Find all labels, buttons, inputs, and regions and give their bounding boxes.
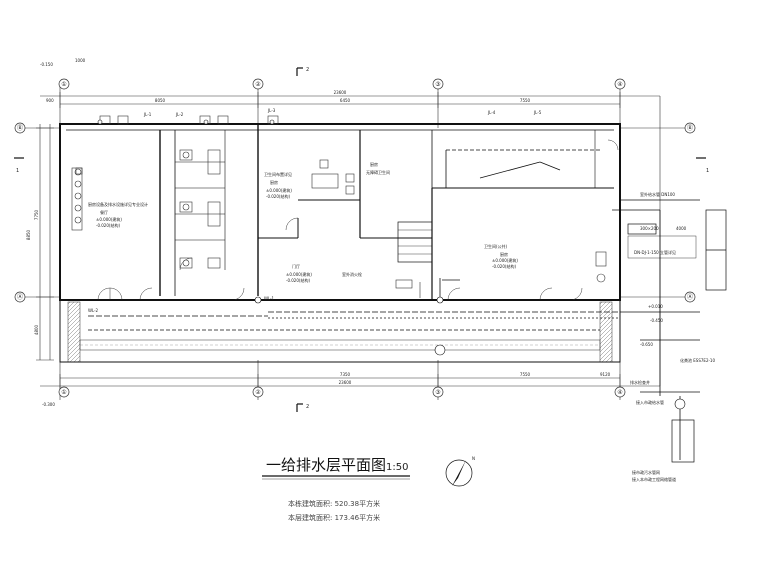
legend-right-6: 化粪池 ESS7E2-10	[680, 357, 715, 363]
grid-col-1-bottom: ①	[61, 389, 66, 396]
pipe-label-jl5: JL-5	[533, 110, 542, 115]
dim-overall-bottom: 23600	[339, 380, 352, 385]
room-1-sub: -0.020(结构)	[96, 222, 120, 228]
grid-row-b-left: Ⓑ	[17, 124, 23, 132]
grid-col-4-bottom: ④	[617, 389, 622, 396]
legend-right-8: 接入本市政工程网络管道	[632, 476, 676, 482]
room-1-desc: 厨房设备及排水设施详见专业设计	[88, 201, 148, 207]
grid-col-1-top: ①	[61, 81, 66, 88]
grid-row-a-right: Ⓐ	[687, 293, 693, 301]
elev-5: +0.010	[648, 304, 663, 309]
room-5-elev: ±0.000(建筑)	[286, 271, 312, 277]
north-arrow-icon: N	[445, 456, 475, 487]
grid-row-b-right: Ⓑ	[687, 124, 693, 132]
legend-right-1: 室外给水管 DN100	[640, 191, 675, 197]
legend-right-9: 接入市政给水管	[636, 399, 664, 405]
grid-col-3-bottom: ③	[435, 389, 440, 396]
room-5-desc: 室外消火栓	[342, 271, 362, 277]
drawing-title: 一给排水层平面图	[266, 456, 386, 474]
room-2-elev: ±0.000(建筑)	[266, 187, 292, 193]
elevation-labels: -0.300 -0.150 -0.450 -0.650 +0.010	[40, 62, 663, 407]
elev-4: -0.650	[640, 342, 653, 347]
section-mark-left: 1	[16, 168, 19, 174]
pipe-label-jl2: JL-2	[175, 112, 184, 117]
grid-col-3-top: ③	[435, 81, 440, 88]
room-labels: 厨房设备及排水设施详见专业设计 餐厅 ±0.000(建筑) -0.020(结构)…	[88, 161, 518, 283]
dim-top-1: 8050	[155, 98, 166, 103]
room-1-name: 餐厅	[100, 209, 108, 215]
room-4-name: 厨房	[500, 251, 508, 257]
dim-overall-top: 23600	[334, 90, 347, 95]
water-pipes	[88, 149, 700, 460]
grid-col-2-top: ②	[255, 81, 261, 88]
dim-bottom-small: 9120	[600, 372, 611, 377]
dim-small-left: 900	[46, 98, 54, 103]
grid-axes	[14, 78, 696, 398]
dim-bottom-2: 7550	[520, 372, 531, 377]
title-block: 一给排水层平面图 1:50 本栋建筑面积: 520.38平方米 本层建筑面积: …	[262, 456, 410, 522]
dim-top-2: 6450	[340, 98, 351, 103]
grid-row-a-left: Ⓐ	[17, 293, 23, 301]
legend-right-3: 300×200	[640, 226, 659, 231]
room-5-name: 门厅	[292, 263, 300, 269]
pipe-label-wl2: WL-2	[88, 308, 99, 313]
pipe-labels: JL-1 JL-2 JL-3 JL-4 WL-1 WL-2 JL-5	[88, 108, 542, 313]
dim-small-top: 1000	[75, 58, 86, 63]
section-mark-right: 1	[706, 168, 709, 174]
dim-total-height: 8850	[26, 229, 31, 240]
room-2-name: 厨房	[270, 179, 278, 185]
room-1-elev: ±0.000(建筑)	[96, 216, 122, 222]
legend-right-7: 接市政污水管网	[632, 469, 660, 475]
room-3-desc: 无障碍卫生间	[366, 169, 390, 175]
dim-left-2: 4800	[34, 324, 39, 335]
room-2-desc: 卫生间布置详见	[264, 171, 292, 177]
grid-col-2-bottom: ②	[255, 389, 261, 396]
elev-3: -0.450	[650, 318, 663, 323]
area-note-building: 本栋建筑面积: 520.38平方米	[288, 499, 380, 508]
room-2-sub: -0.020(结构)	[266, 193, 290, 199]
dim-left-1: 7750	[34, 209, 39, 220]
section-mark-top: 2	[306, 67, 309, 73]
elev-2: -0.150	[40, 62, 53, 67]
grid-labels: ① ② ③ ④ ① ② ③ ④ Ⓑ Ⓐ Ⓑ Ⓐ	[17, 81, 693, 396]
room-4-sub: -0.020(结构)	[492, 263, 516, 269]
section-mark-bottom: 2	[306, 404, 309, 410]
room-4-elev: ±0.000(建筑)	[492, 257, 518, 263]
room-5-sub: -0.020(结构)	[286, 277, 310, 283]
riser-markers	[97, 119, 686, 410]
legend-right-2: DN-DJ-1-150 立管详见	[634, 249, 676, 255]
pipe-label-jl4: JL-4	[487, 110, 496, 115]
room-3-name: 厨房	[370, 161, 378, 167]
legend-right-4: 4000	[676, 226, 687, 231]
north-label: N	[472, 456, 475, 461]
drawing-scale: 1:50	[386, 462, 408, 473]
dim-bottom-1: 7350	[340, 372, 351, 377]
furniture	[71, 115, 607, 298]
septic-equipment	[620, 199, 727, 463]
room-4-desc: 卫生间(公共)	[484, 243, 508, 249]
legend-right-5: 排水检查井	[630, 379, 650, 385]
dim-top-3: 7550	[520, 98, 531, 103]
right-annotations: 室外给水管 DN100 DN-DJ-1-150 立管详见 300×200 400…	[630, 191, 715, 482]
area-note-floor: 本层建筑面积: 173.46平方米	[288, 513, 380, 522]
pipe-label-jl1: JL-1	[143, 112, 152, 117]
terrace	[59, 299, 621, 363]
section-marks	[14, 67, 706, 412]
pipe-label-wl1: WL-1	[264, 296, 275, 301]
pipe-label-jl3: JL-3	[267, 108, 276, 113]
elev-1: -0.300	[42, 402, 55, 407]
grid-col-4-top: ④	[617, 81, 622, 88]
grid-leaders	[25, 127, 685, 298]
